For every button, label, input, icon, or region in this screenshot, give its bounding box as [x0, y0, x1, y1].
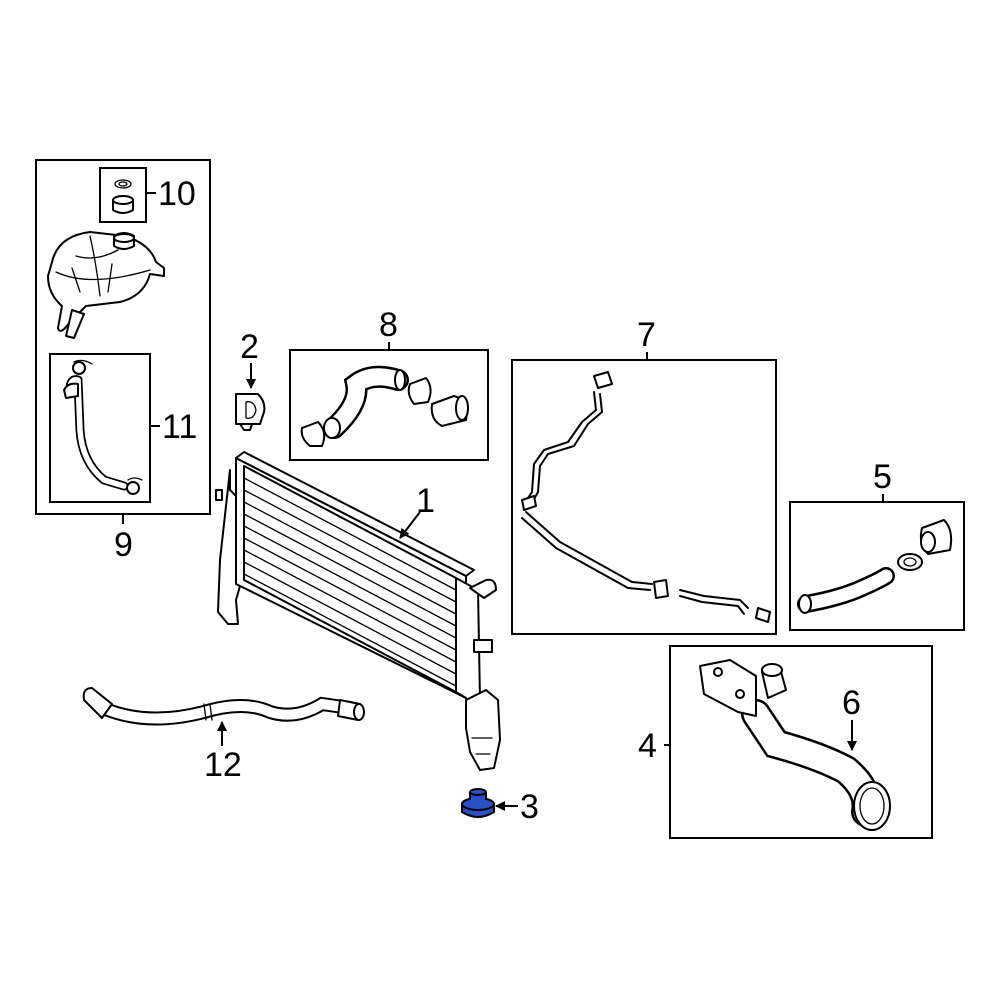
callout-3: 3 — [520, 788, 539, 826]
heater-pipe — [521, 371, 771, 623]
lower-coolant-hose — [82, 687, 365, 726]
water-pipe-box — [669, 645, 933, 839]
radiator — [215, 451, 501, 771]
water-outlet-pipe — [699, 659, 891, 831]
radiator-fins — [243, 477, 457, 687]
radiator-bracket — [235, 393, 266, 431]
callout-2: 2 — [240, 328, 259, 366]
upper-radiator-hose — [300, 365, 469, 447]
callout-7: 7 — [637, 316, 656, 354]
callout-6: 6 — [842, 684, 861, 722]
leader-1 — [399, 511, 421, 539]
callout-10: 10 — [158, 175, 196, 213]
callout-11: 11 — [162, 408, 197, 446]
callout-4: 4 — [638, 727, 657, 765]
callout-9: 9 — [114, 526, 133, 564]
callout-1: 1 — [416, 482, 435, 520]
callout-12: 12 — [204, 746, 242, 784]
radiator-lower-insulator — [461, 788, 495, 818]
coolant-reservoir — [47, 231, 165, 339]
bypass-hose — [797, 519, 953, 614]
callout-8: 8 — [379, 306, 398, 344]
reservoir-hose — [63, 359, 143, 495]
heater-pipe-box — [511, 359, 777, 635]
reservoir-cap-box — [99, 167, 147, 223]
reservoir-hose-box — [49, 353, 151, 503]
bypass-hose-box — [789, 501, 965, 631]
callout-5: 5 — [873, 458, 892, 496]
